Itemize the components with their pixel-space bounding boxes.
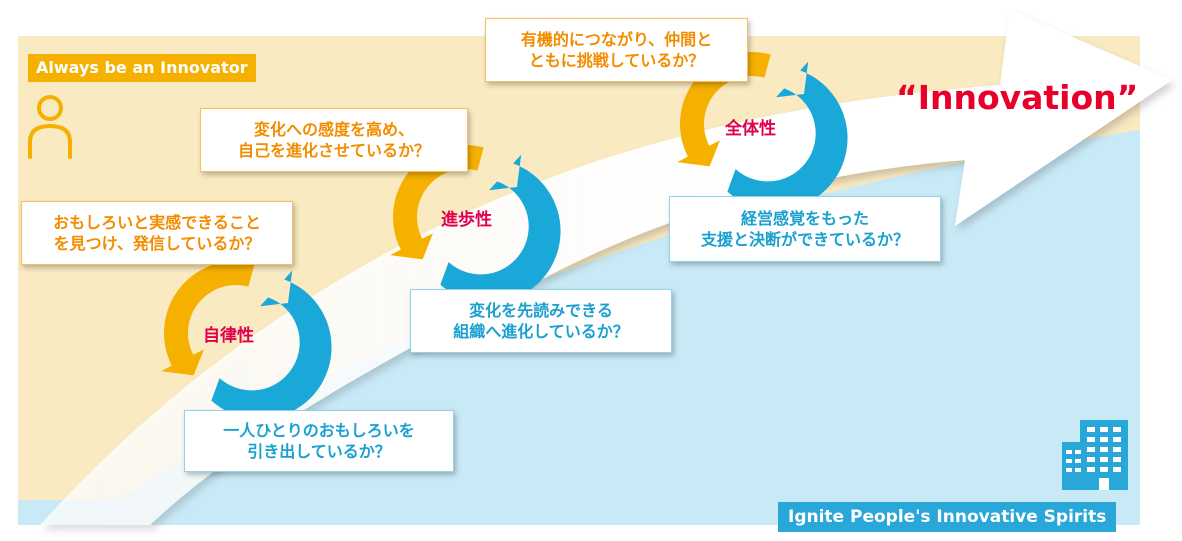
question-line: 変化を先読みできる — [469, 300, 613, 320]
question-line: を見つけ、発信しているか？ — [53, 234, 261, 253]
cycle-arrow-blue — [440, 154, 561, 304]
cycle-progress — [390, 144, 561, 304]
question-box-progress-top: 変化への感度を高め、 自己を進化させているか？ — [200, 108, 468, 172]
building-icon — [1062, 420, 1128, 490]
question-box-wholeness-top: 有機的につながり、仲間と ともに挑戦しているか？ — [485, 18, 748, 82]
question-line: おもしろいと実感できること — [53, 212, 261, 232]
cycle-arrow-blue — [727, 61, 848, 211]
question-line: 組織へ進化しているか？ — [453, 322, 629, 341]
banner-ignite-spirits: Ignite People's Innovative Spirits — [778, 502, 1117, 532]
question-line: 有機的につながり、仲間と — [520, 29, 713, 49]
question-line: 変化への感度を高め、 — [253, 119, 414, 139]
question-line: 支援と決断ができているか？ — [700, 230, 909, 249]
question-line: 経営感覚をもった — [740, 208, 869, 228]
cycle-arrow-orange — [161, 261, 255, 376]
cycle-label-wholeness: 全体性 — [725, 119, 776, 139]
question-line: 自己を進化させているか？ — [237, 141, 430, 160]
question-line: 引き出しているか？ — [247, 442, 391, 461]
banner-always-be-an-innovator: Always be an Innovator — [28, 54, 256, 82]
question-line: 一人ひとりのおもしろいを — [223, 420, 415, 440]
cycle-arrow-blue — [211, 270, 332, 420]
cycle-autonomy — [161, 261, 332, 420]
cycle-label-progress: 進歩性 — [441, 210, 492, 230]
cycle-arrow-orange — [390, 144, 484, 260]
question-box-autonomy-top: おもしろいと実感できること を見つけ、発信しているか？ — [21, 201, 293, 265]
innovation-headline: “Innovation” — [896, 78, 1139, 117]
question-box-progress-bottom: 変化を先読みできる 組織へ進化しているか？ — [410, 289, 672, 353]
innovation-arrow — [40, 10, 1172, 525]
question-line: ともに挑戦しているか？ — [528, 51, 705, 70]
question-box-autonomy-bottom: 一人ひとりのおもしろいを 引き出しているか？ — [184, 410, 454, 472]
cycle-label-autonomy: 自律性 — [203, 326, 254, 346]
question-box-wholeness-bottom: 経営感覚をもった 支援と決断ができているか？ — [669, 196, 941, 262]
person-icon — [28, 95, 72, 159]
